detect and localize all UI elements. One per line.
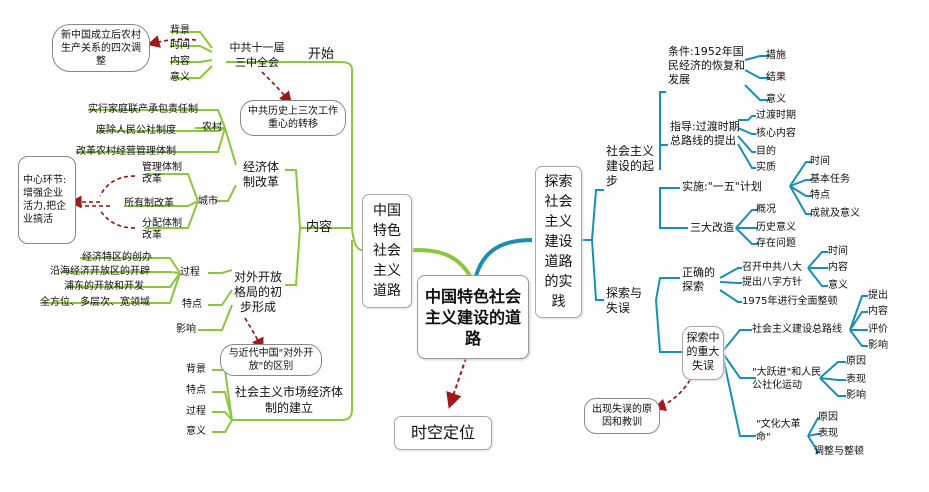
market-aspect[interactable]: 意义 — [186, 426, 206, 437]
node-label: 探索中的重大失误 — [686, 331, 720, 372]
central-topic[interactable]: 中国特色社会主义建设的道路 — [417, 275, 529, 359]
node-condition[interactable]: 条件:1952年国民经济的恢复和发展 — [668, 45, 745, 86]
village-item[interactable]: 改革农村经营管理体制 — [76, 146, 176, 157]
three-item[interactable]: 存在问题 — [756, 238, 796, 249]
eighth-item[interactable]: 时间 — [828, 246, 848, 257]
process-item[interactable]: 沿海经济开放区的开辟 — [50, 266, 150, 277]
fiveyear-item[interactable]: 特点 — [810, 190, 830, 201]
branch-label: 探索社会主义建设道路的实践 — [544, 174, 573, 310]
fiveyear-item[interactable]: 成就及意义 — [810, 208, 860, 219]
node-city[interactable]: 城市 — [198, 196, 218, 207]
node-economic-reform[interactable]: 经济体制改革 — [242, 160, 279, 189]
city-item[interactable]: 管理体制改革 — [142, 162, 182, 185]
bubble-rural-adjustments[interactable]: 新中国成立后农村生产关系的四次调整 — [52, 24, 150, 72]
node-cultural-revolution[interactable]: "文化大革命" — [756, 419, 801, 443]
plenum-aspect[interactable]: 时间 — [170, 40, 190, 51]
three-item[interactable]: 历史意义 — [756, 222, 796, 233]
node-opening-up[interactable]: 对外开放格局的初步形成 — [234, 270, 283, 314]
cr-item[interactable]: 表现 — [818, 428, 838, 439]
branch-label: 中国特色社会主义道路 — [373, 203, 401, 299]
node-correct-exploration[interactable]: 正确的探索 — [682, 266, 715, 293]
line-item[interactable]: 提出 — [868, 290, 888, 301]
node-five-year-plan[interactable]: 实施:"一五"计划 — [682, 180, 762, 193]
condition-item[interactable]: 结果 — [766, 72, 786, 83]
bubble-label: 中共历史上三次工作重心的转移 — [248, 106, 338, 130]
node-market-economy[interactable]: 社会主义市场经济体制的建立 — [234, 385, 343, 415]
market-aspect[interactable]: 背景 — [186, 364, 206, 375]
node-eighth-congress[interactable]: 召开中共八大 — [742, 262, 802, 273]
branch-socialism-practice[interactable]: 探索社会主义建设道路的实践 — [535, 166, 582, 318]
three-item[interactable]: 概况 — [756, 204, 776, 215]
bubble-opening-diff[interactable]: 与近代中国"对外开放"的区别 — [220, 344, 322, 376]
plenum-aspect[interactable]: 意义 — [170, 72, 190, 83]
node-process[interactable]: 过程 — [180, 267, 200, 278]
guideline-item[interactable]: 过渡时期 — [756, 110, 796, 121]
bubble-label: 与近代中国"对外开放"的区别 — [228, 348, 314, 372]
node-exploration-mistakes[interactable]: 探索与失误 — [606, 286, 643, 315]
leap-item[interactable]: 原因 — [846, 356, 866, 367]
condition-item[interactable]: 意义 — [766, 94, 786, 105]
node-construction-start[interactable]: 社会主义建设的起步 — [606, 144, 655, 188]
line-item[interactable]: 内容 — [868, 306, 888, 317]
condition-item[interactable]: 措施 — [766, 50, 786, 61]
bubble-label: 中心环节:增强企业活力,把企业搞活 — [23, 175, 67, 225]
node-three-reforms[interactable]: 三大改造 — [690, 221, 734, 234]
node-third-plenum[interactable]: 中共十一届三中全会 — [229, 41, 285, 69]
leap-item[interactable]: 影响 — [846, 390, 866, 401]
branch-time-space[interactable]: 时空定位 — [394, 416, 492, 450]
village-item[interactable]: 废除人民公社制度 — [96, 125, 176, 136]
fiveyear-item[interactable]: 时间 — [810, 156, 830, 167]
market-aspect[interactable]: 过程 — [186, 406, 206, 417]
node-eight-character-policy[interactable]: 提出八字方针 — [742, 277, 802, 288]
plenum-aspect[interactable]: 背景 — [170, 25, 190, 36]
cr-item[interactable]: 调整与整顿 — [814, 446, 864, 457]
guideline-item[interactable]: 目的 — [756, 146, 776, 157]
fiveyear-item[interactable]: 基本任务 — [810, 174, 850, 185]
node-influence[interactable]: 影响 — [176, 324, 196, 335]
bubble-mistakes-lessons[interactable]: 出现失误的原因和教训 — [584, 398, 660, 434]
node-great-leap[interactable]: "大跃进"和人民公社化运动 — [752, 367, 822, 391]
leap-item[interactable]: 表现 — [846, 374, 866, 385]
bubble-label: 出现失误的原因和教训 — [592, 404, 652, 428]
city-item[interactable]: 所有制改革 — [124, 198, 174, 209]
line-item[interactable]: 影响 — [868, 340, 888, 351]
bubble-work-shift[interactable]: 中共历史上三次工作重心的转移 — [240, 100, 346, 136]
market-aspect[interactable]: 特点 — [186, 385, 206, 396]
eighth-item[interactable]: 内容 — [828, 262, 848, 273]
process-item[interactable]: 浦东的开放和开发 — [64, 281, 144, 292]
city-item[interactable]: 分配体制改革 — [142, 218, 182, 241]
cr-item[interactable]: 原因 — [818, 412, 838, 423]
node-general-line[interactable]: 指导:过渡时期总路线的提出 — [670, 120, 740, 147]
node-general-line-socialism[interactable]: 社会主义建设总路线 — [752, 324, 842, 335]
node-start[interactable]: 开始 — [308, 47, 335, 62]
village-item[interactable]: 实行家庭联产承包责任制 — [88, 104, 198, 115]
branch-chinese-socialism-road[interactable]: 中国特色社会主义道路 — [362, 194, 412, 308]
process-item[interactable]: 全方位、多层次、宽领域 — [40, 297, 150, 308]
bubble-label: 新中国成立后农村生产关系的四次调整 — [61, 29, 141, 67]
node-village[interactable]: 农村 — [202, 122, 222, 133]
process-item[interactable]: 经济特区的创办 — [82, 252, 152, 263]
node-content[interactable]: 内容 — [306, 220, 333, 235]
node-major-mistakes[interactable]: 探索中的重大失误 — [682, 326, 724, 380]
plenum-aspect[interactable]: 内容 — [170, 56, 190, 67]
node-rectification-1975[interactable]: 1975年进行全面整顿 — [742, 296, 838, 307]
branch-label: 时空定位 — [410, 423, 475, 442]
guideline-item[interactable]: 实质 — [756, 162, 776, 173]
eighth-item[interactable]: 意义 — [828, 280, 848, 291]
node-features[interactable]: 特点 — [182, 299, 202, 310]
guideline-item[interactable]: 核心内容 — [756, 128, 796, 139]
bubble-core-link[interactable]: 中心环节:增强企业活力,把企业搞活 — [18, 156, 76, 244]
central-topic-label: 中国特色社会主义建设的道路 — [424, 286, 521, 348]
line-item[interactable]: 评价 — [868, 324, 888, 335]
